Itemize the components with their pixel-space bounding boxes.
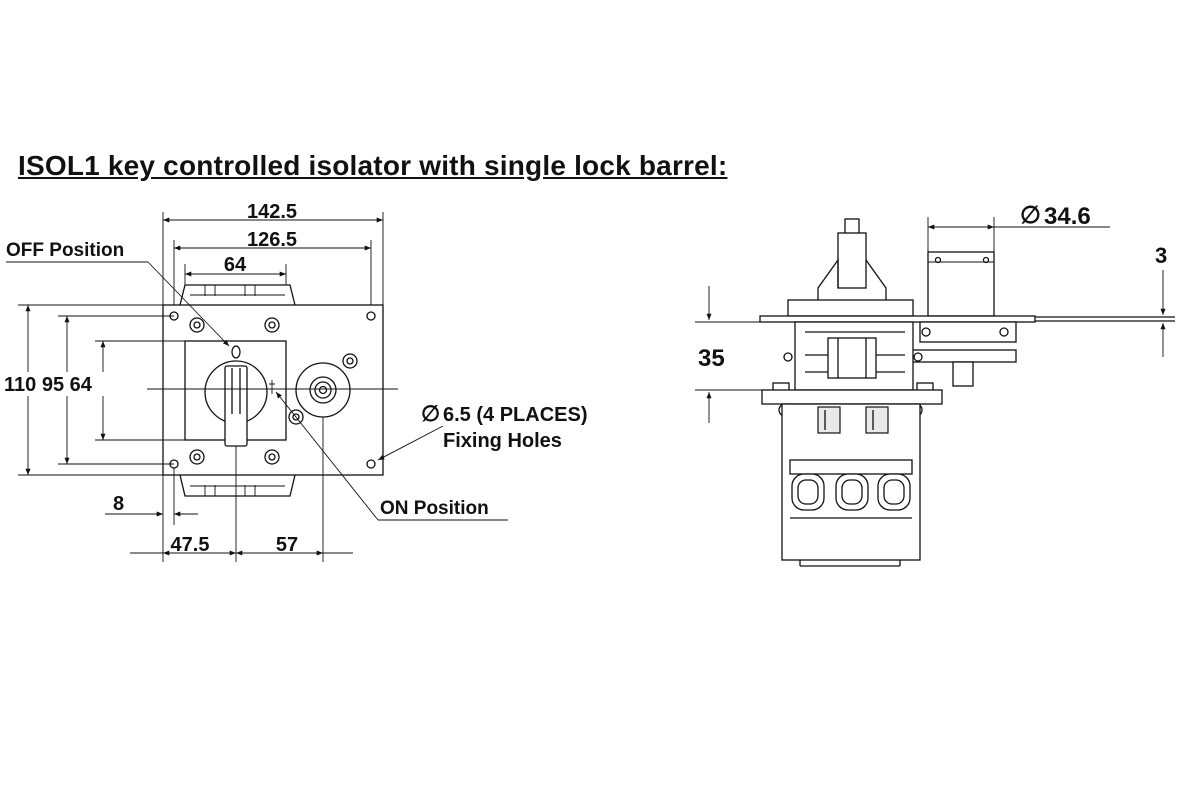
cable-glands bbox=[791, 473, 911, 511]
side-view: ∅ 34.6 3 35 bbox=[695, 202, 1175, 567]
dim-handle-width: 64 bbox=[224, 254, 247, 276]
label-on-position: ON Position bbox=[380, 498, 489, 519]
side-mounting-plate bbox=[759, 315, 1036, 323]
screw-heads bbox=[189, 317, 358, 465]
fixing-hole bbox=[366, 459, 376, 469]
dim-handle-center: 47.5 bbox=[171, 534, 210, 556]
dim-plate-thickness: 3 bbox=[1155, 243, 1167, 268]
dim-lock-diameter: 34.6 bbox=[1044, 203, 1091, 230]
dim-offset: 8 bbox=[113, 493, 124, 515]
label-off-position: OFF Position bbox=[6, 240, 124, 261]
label-fixing-holes-line1: 6.5 (4 PLACES) bbox=[443, 404, 587, 426]
dim-hole-width: 126.5 bbox=[247, 229, 297, 251]
mounting-plate bbox=[162, 304, 384, 476]
bottom-housing-lug bbox=[179, 474, 296, 497]
fixing-hole bbox=[366, 311, 376, 321]
front-view: 142.5 126.5 64 110 95 64 8 bbox=[4, 201, 587, 562]
label-fixing-holes-line2: Fixing Holes bbox=[443, 430, 562, 452]
diameter-symbol: ∅ bbox=[421, 401, 440, 426]
top-housing-lug bbox=[179, 284, 296, 306]
rotary-handle bbox=[204, 360, 268, 447]
off-marker bbox=[231, 345, 241, 359]
dim-lock-center: 57 bbox=[276, 534, 298, 556]
dim-vertical: 110 95 64 bbox=[4, 374, 93, 396]
on-marker bbox=[269, 380, 275, 394]
lock-barrel bbox=[295, 362, 351, 418]
diameter-symbol: ∅ bbox=[1020, 202, 1041, 229]
dim-overall-width: 142.5 bbox=[247, 201, 297, 223]
dim-depth: 35 bbox=[698, 345, 725, 372]
page-title: ISOL1 key controlled isolator with singl… bbox=[18, 150, 728, 181]
